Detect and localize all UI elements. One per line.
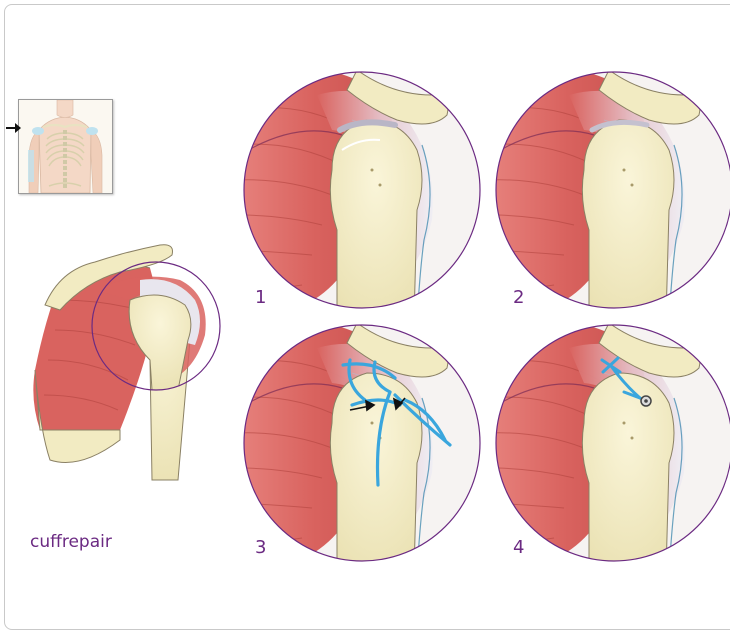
panel-1-illustration bbox=[232, 60, 492, 320]
panel-number-2: 2 bbox=[513, 287, 524, 308]
panel-3-illustration bbox=[232, 313, 492, 573]
shoulder-overview bbox=[33, 245, 220, 480]
panel-number-4: 4 bbox=[513, 537, 524, 558]
panel-number-3: 3 bbox=[255, 537, 266, 558]
figure-caption: cuffrepair bbox=[30, 532, 112, 552]
panel-2-illustration bbox=[484, 60, 730, 320]
panel-number-1: 1 bbox=[255, 287, 266, 308]
panel-4-illustration bbox=[484, 313, 730, 573]
